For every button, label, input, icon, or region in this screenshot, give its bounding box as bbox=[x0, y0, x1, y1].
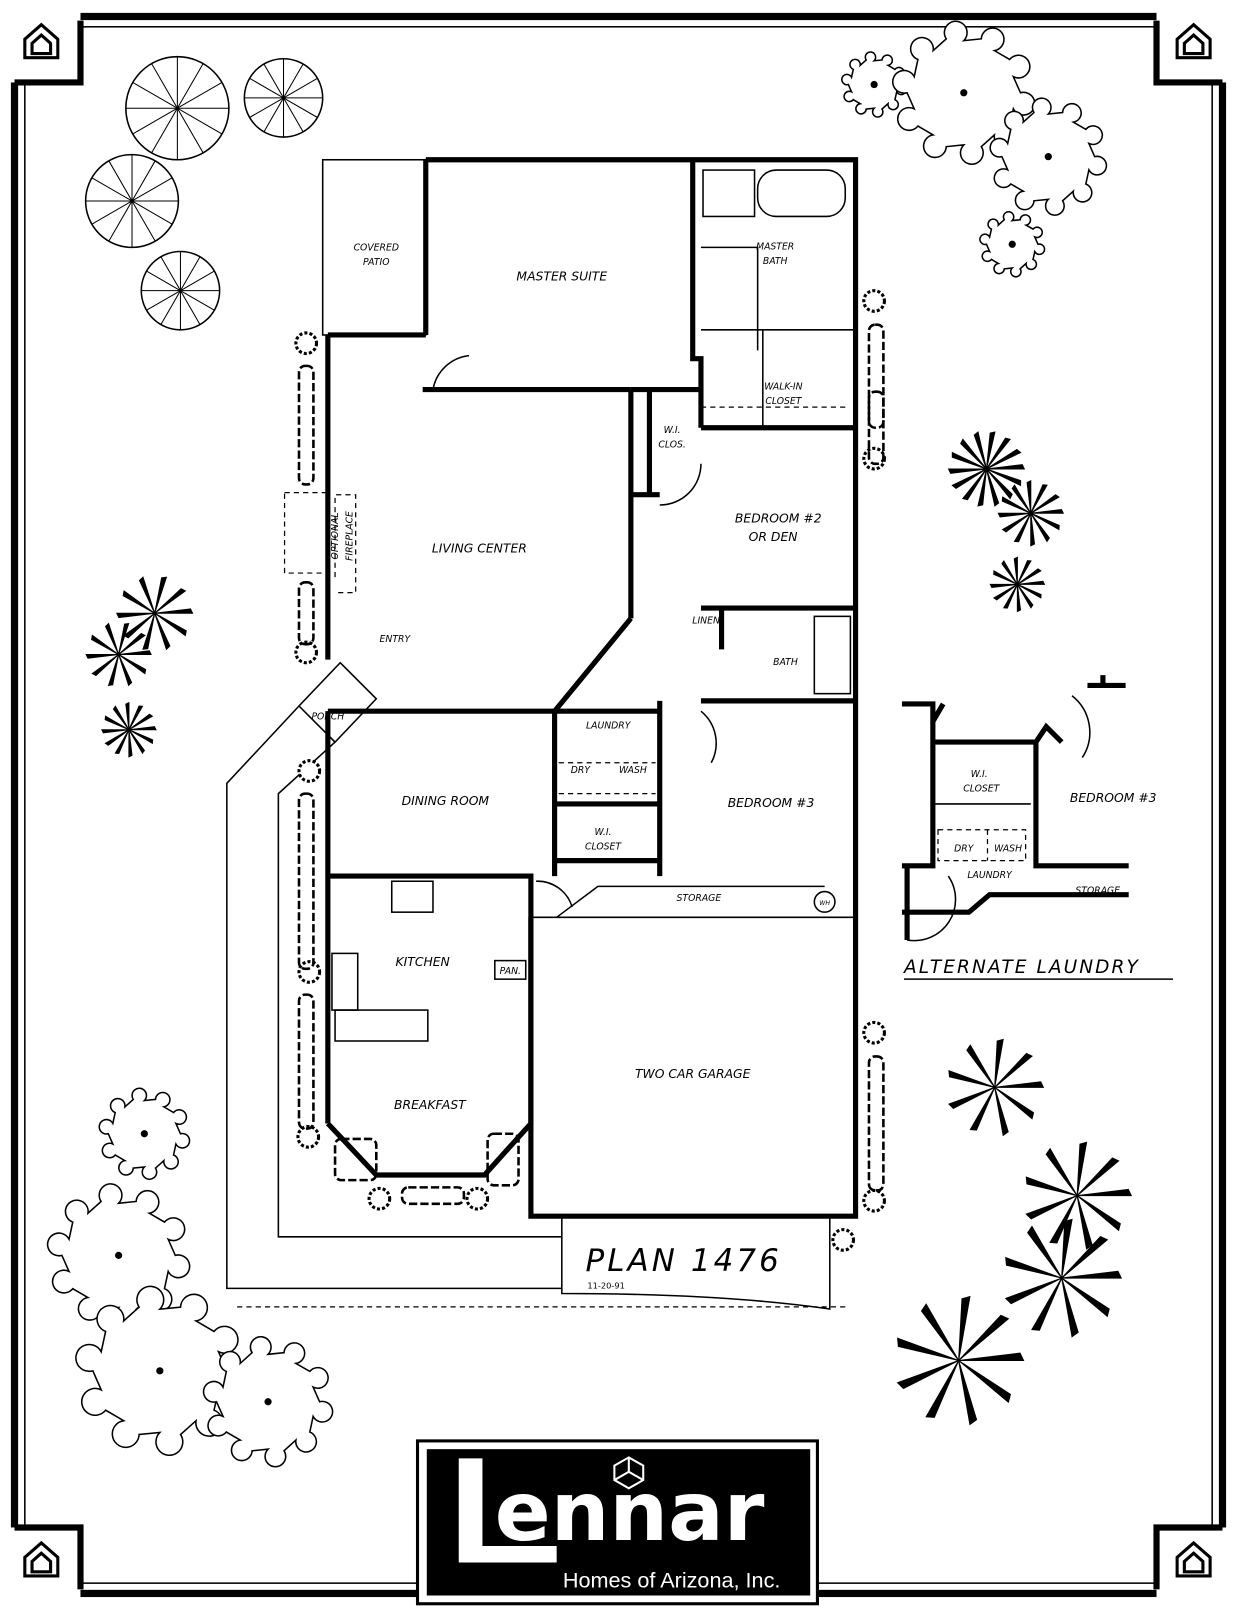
hedge-icon bbox=[867, 390, 885, 466]
label-kitchen: KITCHEN bbox=[396, 955, 450, 969]
palm-icon bbox=[1025, 1141, 1133, 1250]
shrub-icon bbox=[294, 640, 319, 665]
hedge-icon bbox=[333, 1137, 378, 1182]
palm-tree-icon bbox=[125, 55, 230, 161]
label-walk-in-closet: WALK-IN bbox=[764, 382, 802, 393]
label-wash: WASH bbox=[619, 765, 647, 776]
palm-icon bbox=[85, 622, 152, 687]
label-dry: DRY bbox=[571, 765, 592, 776]
palm-icon bbox=[896, 1295, 1025, 1426]
porch-outline bbox=[297, 661, 378, 744]
lennar-logo: ennar Homes of Arizona, Inc. bbox=[415, 1439, 819, 1606]
palm-icon bbox=[101, 701, 157, 758]
label-entry: ENTRY bbox=[380, 634, 412, 645]
house-walls bbox=[226, 157, 859, 1310]
label-laundry: LAUNDRY bbox=[586, 721, 632, 732]
shrub-icon bbox=[831, 1228, 856, 1252]
tree-icon bbox=[98, 1087, 191, 1181]
label-bath: BATH bbox=[773, 657, 798, 668]
hedge-icon bbox=[867, 1055, 885, 1192]
hedge-icon bbox=[297, 581, 315, 646]
hedge-icon bbox=[297, 792, 315, 971]
palm-icon bbox=[1004, 1218, 1123, 1338]
hedge-icon bbox=[486, 1132, 520, 1187]
label-optional-fireplace: OPTIONAL bbox=[330, 512, 341, 559]
hedge-icon bbox=[867, 323, 885, 430]
label-bedroom-2: BEDROOM #2 bbox=[735, 512, 822, 526]
room-labels: COVERED PATIO MASTER SUITE MASTER BATH W… bbox=[311, 241, 836, 1112]
label-master-bath-2: BATH bbox=[763, 256, 788, 267]
logo-subtitle: Homes of Arizona, Inc. bbox=[563, 1567, 781, 1592]
palm-icon bbox=[989, 556, 1046, 613]
shrub-icon bbox=[297, 960, 322, 984]
hedge-icon bbox=[297, 364, 315, 486]
hedge-icon bbox=[400, 1186, 466, 1206]
water-heater bbox=[813, 890, 836, 913]
label-wh: WH bbox=[819, 900, 830, 907]
label-linen: LINEN bbox=[692, 616, 720, 627]
shrub-icon bbox=[297, 759, 322, 783]
palm-tree-icon bbox=[140, 250, 221, 331]
house-icon bbox=[23, 22, 60, 60]
label-bedroom-3: BEDROOM #3 bbox=[728, 796, 815, 810]
palm-icon bbox=[947, 431, 1026, 507]
alternate-laundry-title: ALTERNATE LAUNDRY bbox=[903, 957, 1140, 978]
palm-tree-icon bbox=[243, 57, 324, 138]
label-master-bath: MASTER bbox=[756, 241, 794, 252]
shrub-icon bbox=[862, 289, 886, 313]
shrub-icon bbox=[862, 1188, 886, 1213]
tree-icon bbox=[979, 211, 1046, 278]
label-porch: PORCH bbox=[311, 711, 344, 722]
label-covered-patio: COVERED bbox=[354, 242, 399, 253]
label-wi-closet-2: CLOSET bbox=[585, 841, 622, 852]
label-wi-clos-2: CLOS. bbox=[658, 439, 685, 450]
palm-icon bbox=[115, 576, 194, 651]
tree-icon bbox=[46, 1183, 191, 1328]
palm-tree-icon bbox=[84, 153, 180, 249]
shrub-icon bbox=[862, 1020, 886, 1045]
label-walk-in-closet-2: CLOSET bbox=[765, 396, 802, 407]
alt-label-wi-closet-2: CLOSET bbox=[963, 784, 1000, 795]
palm-icon bbox=[947, 1038, 1045, 1137]
label-wi-closet: W.I. bbox=[595, 827, 612, 838]
alt-label-storage: STORAGE bbox=[1075, 886, 1120, 897]
label-two-car-garage: TWO CAR GARAGE bbox=[635, 1067, 751, 1081]
house-icon bbox=[1175, 22, 1212, 60]
plan-date: 11-20-91 bbox=[587, 1280, 624, 1290]
shrub-icon bbox=[367, 1186, 392, 1211]
alt-label-wash: WASH bbox=[994, 843, 1022, 854]
landscaping bbox=[46, 20, 1133, 1468]
label-breakfast: BREAKFAST bbox=[394, 1098, 467, 1112]
label-bedroom-2-or-den: OR DEN bbox=[749, 530, 798, 544]
alternate-laundry-inset: W.I. CLOSET BEDROOM #3 DRY WASH LAUNDRY … bbox=[901, 675, 1174, 980]
house-icon bbox=[1175, 1540, 1212, 1578]
label-wi-clos: W.I. bbox=[664, 425, 681, 436]
tree-icon bbox=[75, 1285, 245, 1456]
tree-icon bbox=[841, 51, 908, 118]
label-covered-patio-2: PATIO bbox=[363, 257, 389, 268]
label-living-center: LIVING CENTER bbox=[432, 541, 527, 555]
alt-label-laundry: LAUNDRY bbox=[967, 870, 1013, 881]
tree-icon bbox=[202, 1336, 334, 1468]
shrub-icon bbox=[294, 331, 319, 356]
shrub-icon bbox=[862, 446, 886, 471]
hedge-icon bbox=[297, 993, 315, 1130]
label-storage: STORAGE bbox=[677, 893, 722, 904]
label-optional-fireplace-2: FIREPLACE bbox=[345, 511, 356, 561]
alt-label-wi-closet: W.I. bbox=[971, 769, 988, 780]
label-dining-room: DINING ROOM bbox=[402, 794, 490, 808]
shrub-icon bbox=[296, 1124, 321, 1149]
alt-label-bedroom-3: BEDROOM #3 bbox=[1070, 791, 1157, 805]
plan-title: PLAN 1476 bbox=[586, 1243, 782, 1279]
house-icon bbox=[23, 1540, 60, 1578]
shrub-icon bbox=[465, 1186, 490, 1211]
alt-label-dry: DRY bbox=[954, 843, 975, 854]
tree-icon bbox=[989, 97, 1108, 216]
label-pantry: PAN. bbox=[500, 966, 521, 977]
logo-wordmark: ennar bbox=[495, 1464, 765, 1560]
label-master-suite: MASTER SUITE bbox=[516, 269, 607, 283]
palm-icon bbox=[997, 479, 1065, 547]
